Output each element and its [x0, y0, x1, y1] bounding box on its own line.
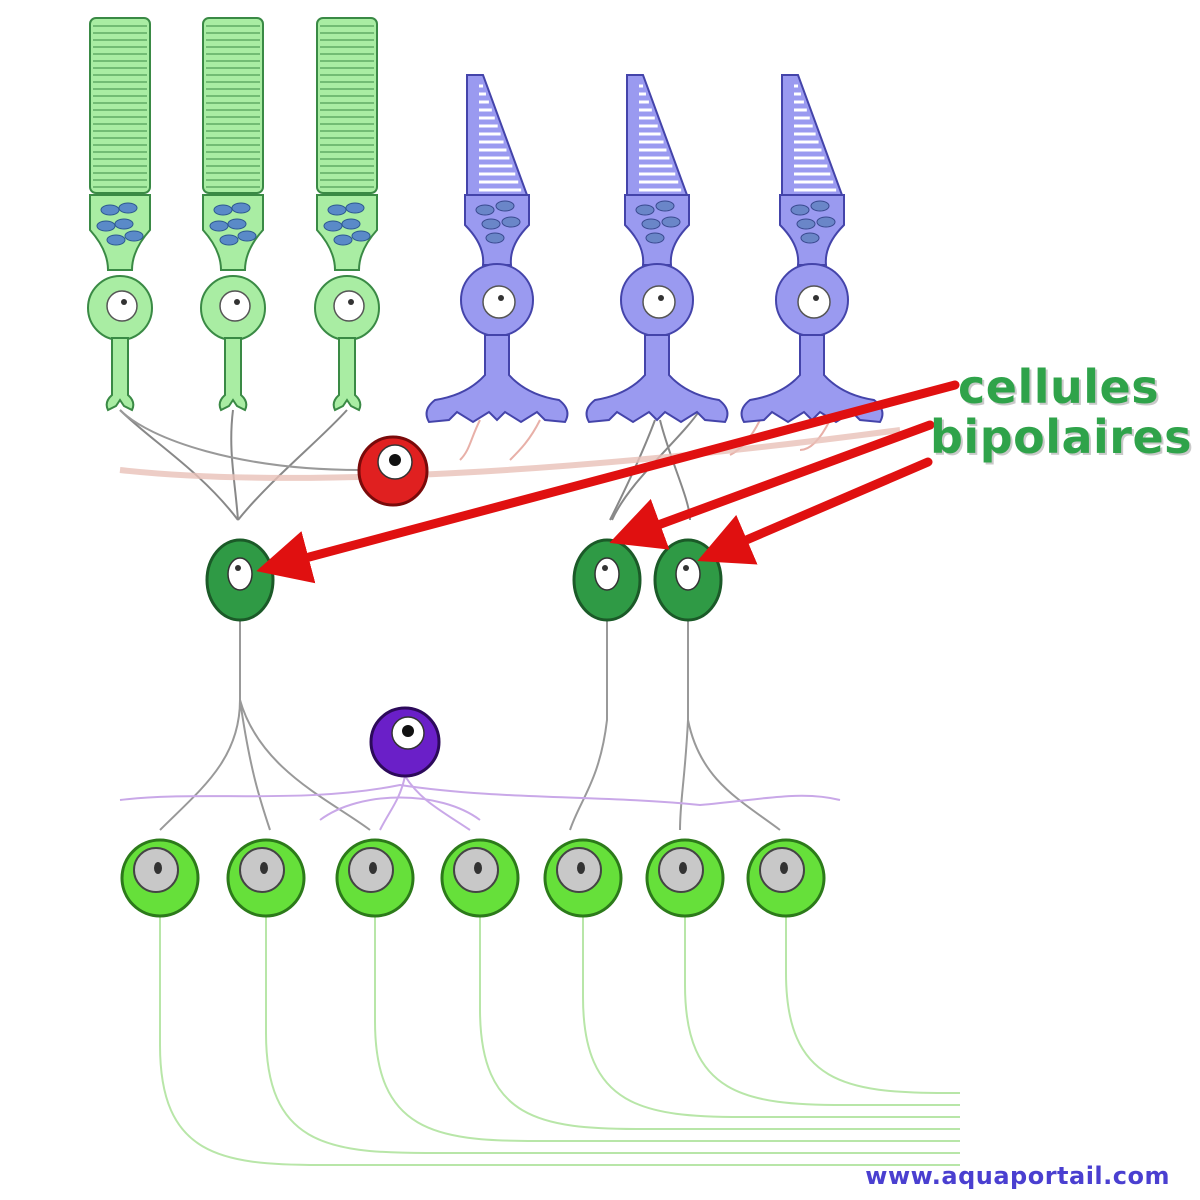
upper-wire-1 [119, 409, 239, 521]
bipolar-cell-1 [205, 538, 275, 622]
lower-wire-6 [687, 719, 781, 831]
label-bipolaires: bipolaires [930, 410, 1193, 464]
upper-wire-8 [459, 419, 481, 461]
lower-wire-2 [239, 699, 271, 831]
upper-wire-3 [237, 409, 348, 521]
horizontal-cell-fiber [119, 427, 901, 481]
cone-cell-1 [425, 74, 569, 424]
horizontal-cell [357, 435, 429, 507]
optic-nerve-fibers [159, 916, 960, 1166]
upper-wire-6 [659, 419, 691, 521]
lower-wire-8 [319, 796, 481, 821]
upper-wire-2 [230, 409, 239, 521]
ganglion-cell-7 [746, 838, 826, 918]
watermark-text: www.aquaportail.com [865, 1162, 1170, 1190]
cone-cell-2 [585, 74, 729, 424]
bipolar-cell-2 [572, 538, 642, 622]
ganglion-axon-3 [374, 916, 960, 1142]
ganglion-cell-5 [543, 838, 623, 918]
ganglion-cell-1 [120, 838, 200, 918]
ganglion-axon-7 [785, 916, 960, 1094]
lower-wire-9 [379, 775, 406, 831]
ganglion-axon-1 [159, 916, 960, 1166]
rod-cell-3 [314, 17, 380, 412]
cone-cells [425, 74, 884, 424]
lower-wire-10 [404, 775, 471, 831]
lower-wire-7 [119, 783, 841, 807]
pointer-arrows [256, 380, 960, 584]
lower-wire-5 [679, 620, 689, 831]
amacrine-cell [369, 706, 441, 778]
arrow-to-bipolar-right [697, 457, 933, 565]
ganglion-axon-5 [582, 916, 960, 1118]
upper-wire-4 [119, 409, 361, 471]
label-cellules: cellules [958, 360, 1160, 414]
ganglion-cell-3 [335, 838, 415, 918]
rod-cell-2 [200, 17, 266, 412]
photoreceptor-synapse-wires [119, 409, 831, 521]
lower-wire-4 [569, 620, 608, 831]
bipolar-cells [205, 538, 723, 622]
ganglion-cells [120, 838, 826, 918]
ganglion-cell-4 [440, 838, 520, 918]
ganglion-axon-2 [265, 916, 960, 1154]
arrow-to-bipolar-middle [609, 420, 935, 550]
lower-wire-1 [159, 620, 241, 831]
bipolar-cell-3 [653, 538, 723, 622]
ganglion-cell-2 [226, 838, 306, 918]
ganglion-axon-4 [479, 916, 960, 1130]
ganglion-axon-6 [684, 916, 960, 1106]
cone-cell-3 [740, 74, 884, 424]
inner-plexiform-wires [119, 620, 841, 831]
arrow-to-bipolar-left [256, 380, 960, 584]
rod-cells [87, 17, 380, 412]
upper-wire-9 [509, 419, 541, 461]
rod-cell-1 [87, 17, 153, 412]
lower-wire-3 [239, 699, 371, 831]
ganglion-cell-6 [645, 838, 725, 918]
